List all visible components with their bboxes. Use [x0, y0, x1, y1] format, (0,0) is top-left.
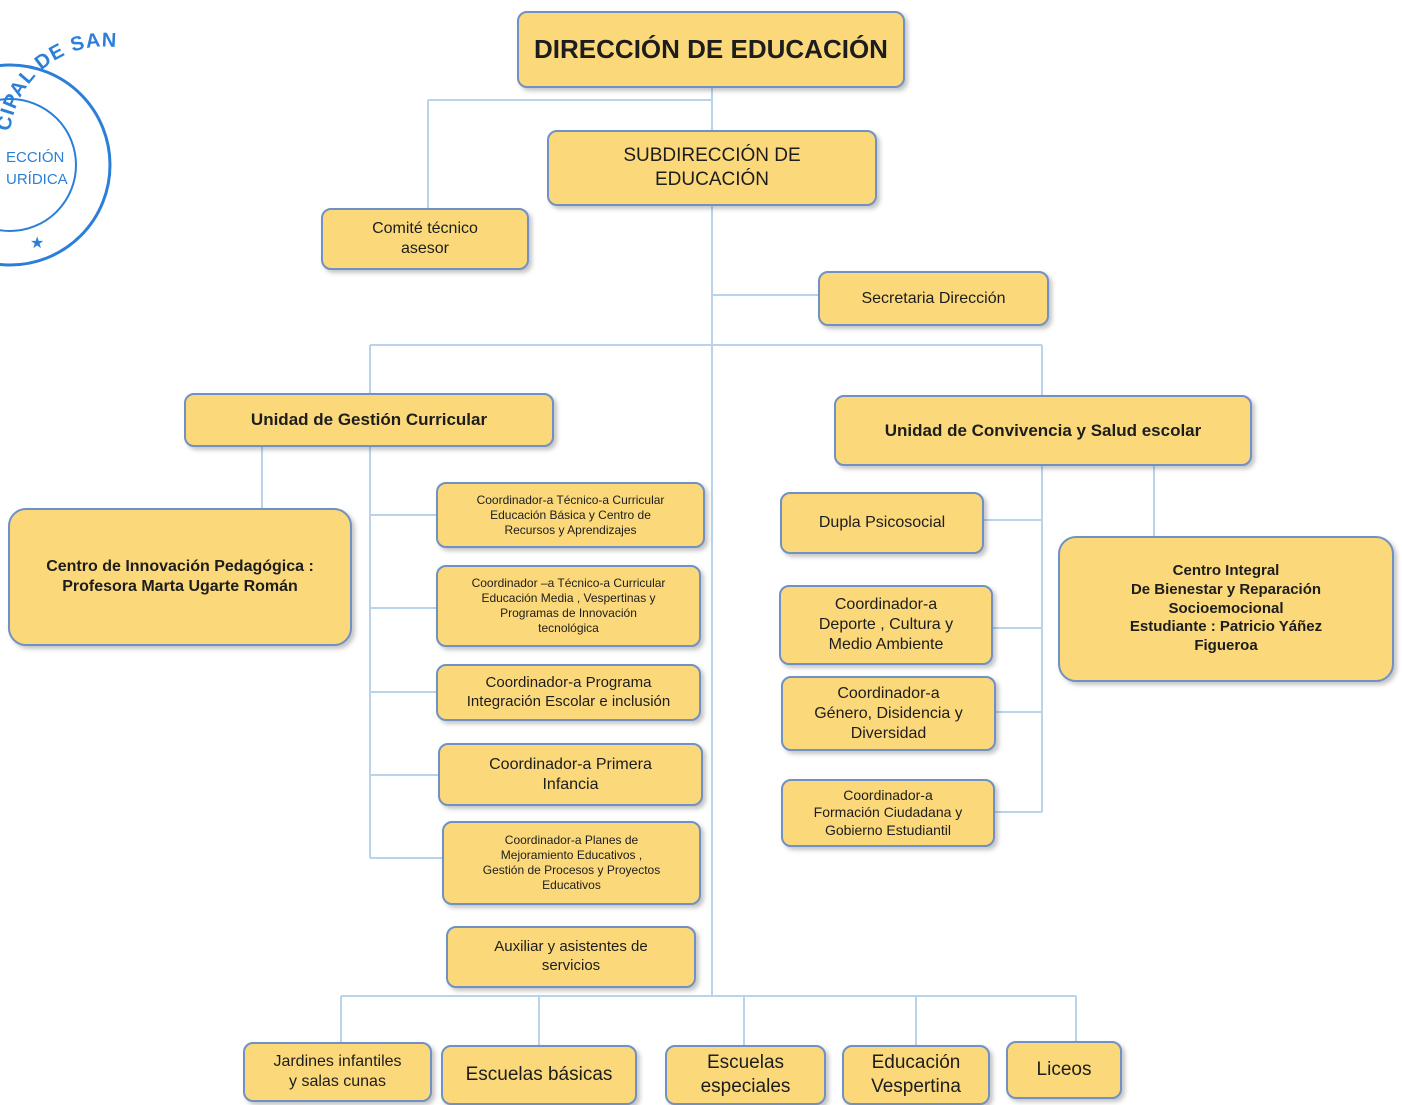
node-coordinador-educacion-media: Coordinador –a Técnico-a Curricular Educ… — [436, 565, 701, 647]
node-secretaria-direccion: Secretaria Dirección — [818, 271, 1049, 326]
node-label: Centro Integral De Bienestar y Reparació… — [1129, 562, 1323, 655]
node-comite-tecnico: Comité técnico asesor — [321, 208, 529, 270]
node-label: Dupla Psicosocial — [818, 514, 946, 531]
node-label: Escuelas especiales — [700, 1052, 791, 1097]
node-coordinador-formacion-ciudadana: Coordinador-a Formación Ciudadana y Gobi… — [781, 779, 995, 847]
node-escuelas-basicas: Escuelas básicas — [441, 1045, 637, 1105]
stamp-inner-ring — [0, 98, 77, 232]
node-coordinador-integracion-escolar: Coordinador-a Programa Integración Escol… — [436, 664, 701, 721]
node-label: SUBDIRECCIÓN DE EDUCACIÓN — [623, 145, 801, 190]
node-unidad-gestion-curricular: Unidad de Gestión Curricular — [184, 393, 554, 447]
node-label: Coordinador-a Género, Disidencia y Diver… — [814, 684, 963, 742]
node-label: Coordinador-a Primera Infancia — [489, 755, 652, 793]
node-label: Centro de Innovación Pedagógica : Profes… — [46, 558, 314, 595]
node-label: Auxiliar y asistentes de servicios — [494, 938, 648, 974]
node-label: DIRECCIÓN DE EDUCACIÓN — [534, 34, 888, 65]
node-dupla-psicosocial: Dupla Psicosocial — [780, 492, 984, 554]
stamp-ring-text: CIPAL DE SAN MIGUEL — [0, 29, 120, 132]
node-label: Coordinador-a Técnico-a Curricular Educa… — [476, 492, 665, 537]
node-label: Liceos — [1036, 1059, 1092, 1081]
node-label: Coordinador-a Planes de Mejoramiento Edu… — [482, 833, 661, 892]
node-centro-integral: Centro Integral De Bienestar y Reparació… — [1058, 536, 1394, 682]
node-liceos: Liceos — [1006, 1041, 1122, 1099]
node-subdireccion-educacion: SUBDIRECCIÓN DE EDUCACIÓN — [547, 130, 877, 206]
node-label: Secretaria Dirección — [861, 289, 1006, 307]
stamp-line1: ECCIÓN — [6, 149, 64, 166]
node-label: Unidad de Convivencia y Salud escolar — [884, 420, 1202, 440]
node-label: Coordinador-a Deporte , Cultura y Medio … — [818, 596, 954, 653]
stamp-outer-ring — [0, 63, 112, 267]
node-label: Coordinador-a Formación Ciudadana y Gobi… — [813, 786, 963, 838]
node-label: Comité técnico asesor — [372, 220, 478, 257]
node-coordinador-planes-mejoramiento: Coordinador-a Planes de Mejoramiento Edu… — [442, 821, 701, 905]
node-label: Coordinador-a Programa Integración Escol… — [466, 673, 671, 710]
node-label: Educación Vespertina — [871, 1052, 961, 1097]
node-direccion-educacion: DIRECCIÓN DE EDUCACIÓN — [517, 11, 905, 88]
node-label: Escuelas básicas — [465, 1064, 613, 1086]
node-label: Coordinador –a Técnico-a Curricular Educ… — [471, 576, 666, 635]
node-coordinador-primera-infancia: Coordinador-a Primera Infancia — [438, 743, 703, 806]
node-coordinador-deporte-cultura: Coordinador-a Deporte , Cultura y Medio … — [779, 585, 993, 665]
stamp-line2: URÍDICA — [6, 171, 68, 188]
node-coordinador-genero: Coordinador-a Género, Disidencia y Diver… — [781, 676, 996, 751]
legal-stamp: CIPAL DE SAN MIGUEL ECCIÓN URÍDICA ★ — [0, 29, 120, 267]
node-centro-innovacion: Centro de Innovación Pedagógica : Profes… — [8, 508, 352, 646]
node-escuelas-especiales: Escuelas especiales — [665, 1045, 826, 1105]
node-coordinador-educacion-basica: Coordinador-a Técnico-a Curricular Educa… — [436, 482, 705, 548]
node-unidad-convivencia: Unidad de Convivencia y Salud escolar — [834, 395, 1252, 466]
node-label: Unidad de Gestión Curricular — [250, 410, 488, 430]
node-auxiliar-asistentes: Auxiliar y asistentes de servicios — [446, 926, 696, 988]
stamp-star-icon: ★ — [30, 235, 44, 252]
node-label: Jardines infantiles y salas cunas — [273, 1053, 402, 1090]
node-educacion-vespertina: Educación Vespertina — [842, 1045, 990, 1105]
node-jardines-infantiles: Jardines infantiles y salas cunas — [243, 1042, 432, 1102]
